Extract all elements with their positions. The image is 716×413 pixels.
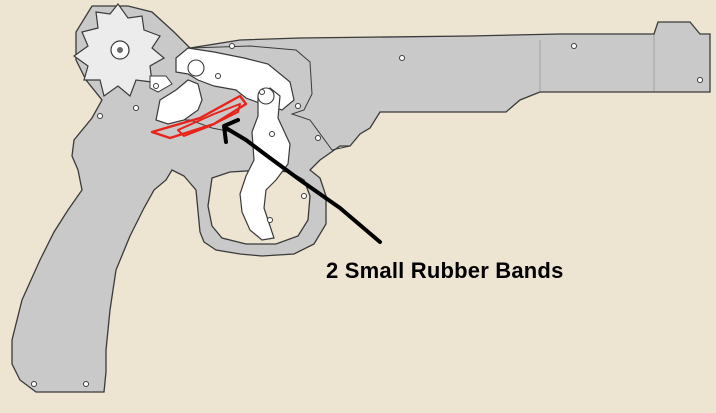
rubber-band-2	[177, 103, 241, 137]
rivet-hole	[133, 105, 139, 111]
callout-arrow-shaft	[224, 126, 382, 244]
rivet-hole	[97, 113, 103, 119]
catch-lever	[155, 79, 203, 125]
rivet-hole	[229, 43, 235, 49]
rivet-hole	[215, 73, 221, 79]
rivet-holes	[31, 43, 703, 387]
rivet-hole	[153, 83, 159, 89]
rivet-hole	[83, 381, 89, 387]
rivet-hole	[259, 89, 265, 95]
rivet-hole	[295, 103, 301, 109]
sear-pin-hole	[187, 59, 205, 77]
rivet-hole	[315, 135, 321, 141]
rubber-bands-callout-label: 2 Small Rubber Bands	[326, 258, 564, 283]
rivet-hole	[267, 217, 273, 223]
frame-front-step	[539, 34, 655, 92]
rivet-hole	[301, 193, 307, 199]
rivet-hole	[31, 381, 37, 387]
callout-arrow-head	[222, 118, 240, 144]
gear-axle-pin	[117, 47, 123, 53]
trigger	[239, 87, 291, 241]
rubber-band-1	[150, 94, 248, 140]
rivet-hole	[399, 55, 405, 61]
rivet-hole	[571, 43, 577, 49]
rivet-hole	[269, 131, 275, 137]
rivet-hole	[697, 77, 703, 83]
